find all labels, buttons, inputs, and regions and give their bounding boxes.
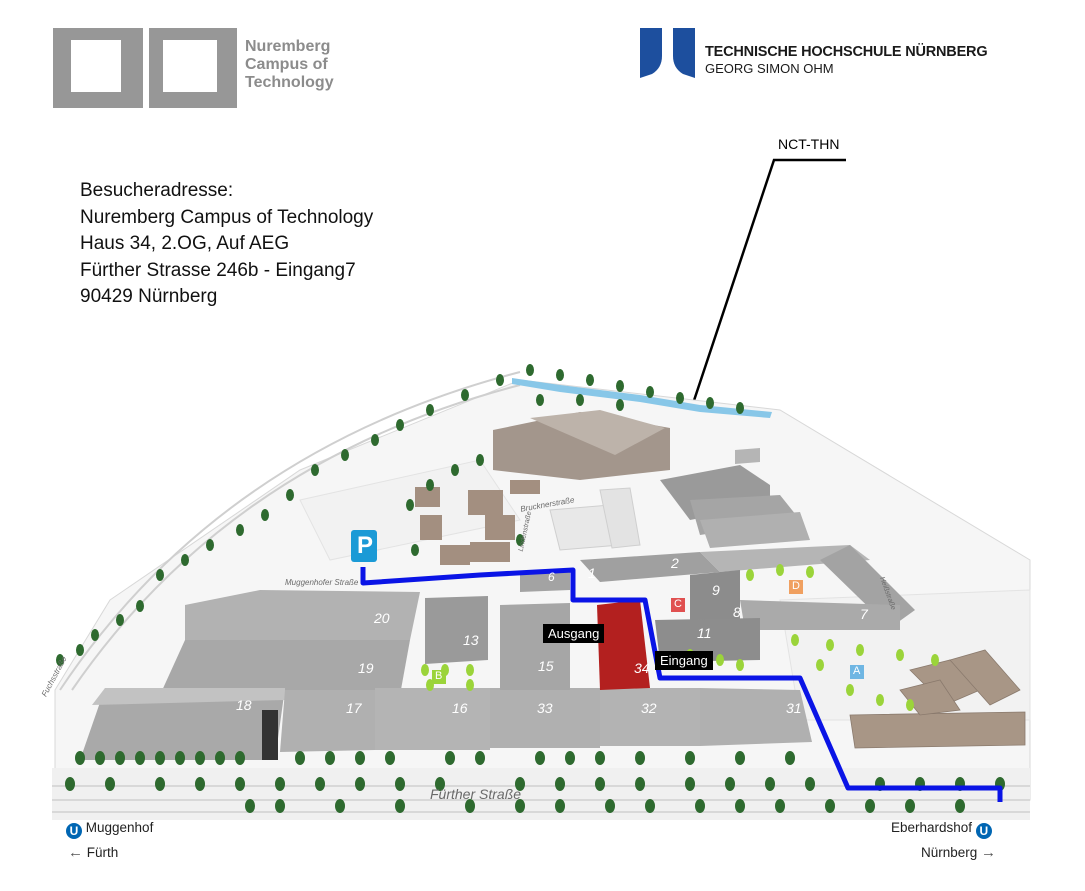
exit-tag: Ausgang xyxy=(543,624,605,643)
railway-track xyxy=(71,384,521,691)
back-buildings xyxy=(415,410,810,565)
railway-track xyxy=(59,371,521,691)
building-label: 20 xyxy=(374,610,390,626)
station-right-name: Eberhardshof xyxy=(891,820,973,835)
zone-marker-a: A xyxy=(853,665,861,677)
nct-logo-mark xyxy=(53,28,237,108)
arrow-right-icon: → xyxy=(981,844,997,861)
building-label: 11 xyxy=(697,625,712,641)
building-label: 8 xyxy=(733,604,741,620)
station-left-direction-label: Fürth xyxy=(86,845,119,860)
nct-logo-text: Nuremberg Campus of Technology xyxy=(245,38,334,92)
street-label-muggenhofer: Muggenhofer Straße xyxy=(285,578,359,587)
tree-rows xyxy=(56,364,1005,813)
target-building-34 xyxy=(597,600,650,690)
ubahn-icon: U xyxy=(66,823,82,839)
station-left: U Muggenhof xyxy=(66,820,153,839)
entrance-tag: Eingang xyxy=(655,651,713,670)
pointer-label: NCT-THN xyxy=(778,136,840,152)
building-label: 13 xyxy=(463,632,479,648)
nct-logo-line-1: Nuremberg xyxy=(245,38,331,55)
station-right-direction-label: Nürnberg xyxy=(921,845,978,860)
address-line: Haus 34, 2.OG, Auf AEG xyxy=(80,233,290,254)
walking-route xyxy=(360,567,1003,802)
nct-logo-line-3: Technology xyxy=(245,74,334,91)
thn-logo-mark xyxy=(640,28,695,78)
thn-logo-line-1: TECHNISCHE HOCHSCHULE NÜRNBERG xyxy=(705,44,988,60)
building-label: 1 xyxy=(588,565,596,581)
building-label: 31 xyxy=(786,700,802,716)
address-line: Fürther Strasse 246b - Eingang7 xyxy=(80,259,356,281)
ubahn-icon: U xyxy=(975,823,992,839)
visitor-address: Besucheradresse: Nuremberg Campus of Tec… xyxy=(80,178,373,311)
building-label: 15 xyxy=(538,658,554,674)
building-label: 19 xyxy=(358,660,374,676)
building-label: 33 xyxy=(537,700,553,716)
zone-marker-d: D xyxy=(792,580,800,592)
address-line: 90429 Nürnberg xyxy=(80,286,218,307)
street-label-main: Fürther Straße xyxy=(430,786,522,802)
station-right: Eberhardshof U xyxy=(891,820,992,839)
building-label: 2 xyxy=(671,555,679,571)
thn-logo-line-2: GEORG SIMON OHM xyxy=(705,61,834,76)
nct-logo-line-2: Campus of xyxy=(245,56,328,73)
building-label: 6 xyxy=(548,570,555,584)
main-road xyxy=(52,768,1030,820)
station-right-direction: Nürnberg → xyxy=(921,844,996,861)
front-buildings xyxy=(80,590,812,760)
zone-marker-c: C xyxy=(674,598,682,610)
parking-sign xyxy=(351,530,377,562)
river xyxy=(512,378,772,418)
address-heading: Besucheradresse: xyxy=(80,180,234,201)
zone-marker-b: B xyxy=(435,670,443,682)
building-label: 18 xyxy=(236,697,252,713)
parking-symbol: P xyxy=(357,532,374,559)
station-left-name: Muggenhof xyxy=(85,820,154,835)
arrow-left-icon: ← xyxy=(68,844,83,861)
building-label: 34 xyxy=(634,660,650,676)
address-line: Nuremberg Campus of Technology xyxy=(80,206,374,228)
station-left-direction: ← Fürth xyxy=(68,844,118,861)
brown-blocks xyxy=(849,649,1026,749)
thn-logo-text: TECHNISCHE HOCHSCHULE NÜRNBERG GEORG SIM… xyxy=(705,44,988,76)
building-label: 16 xyxy=(452,700,468,716)
building-label: 9 xyxy=(712,582,720,598)
building-label: 17 xyxy=(346,700,362,716)
building-label: 7 xyxy=(860,606,868,622)
middle-buildings xyxy=(520,545,915,662)
building-label: 32 xyxy=(641,700,657,716)
